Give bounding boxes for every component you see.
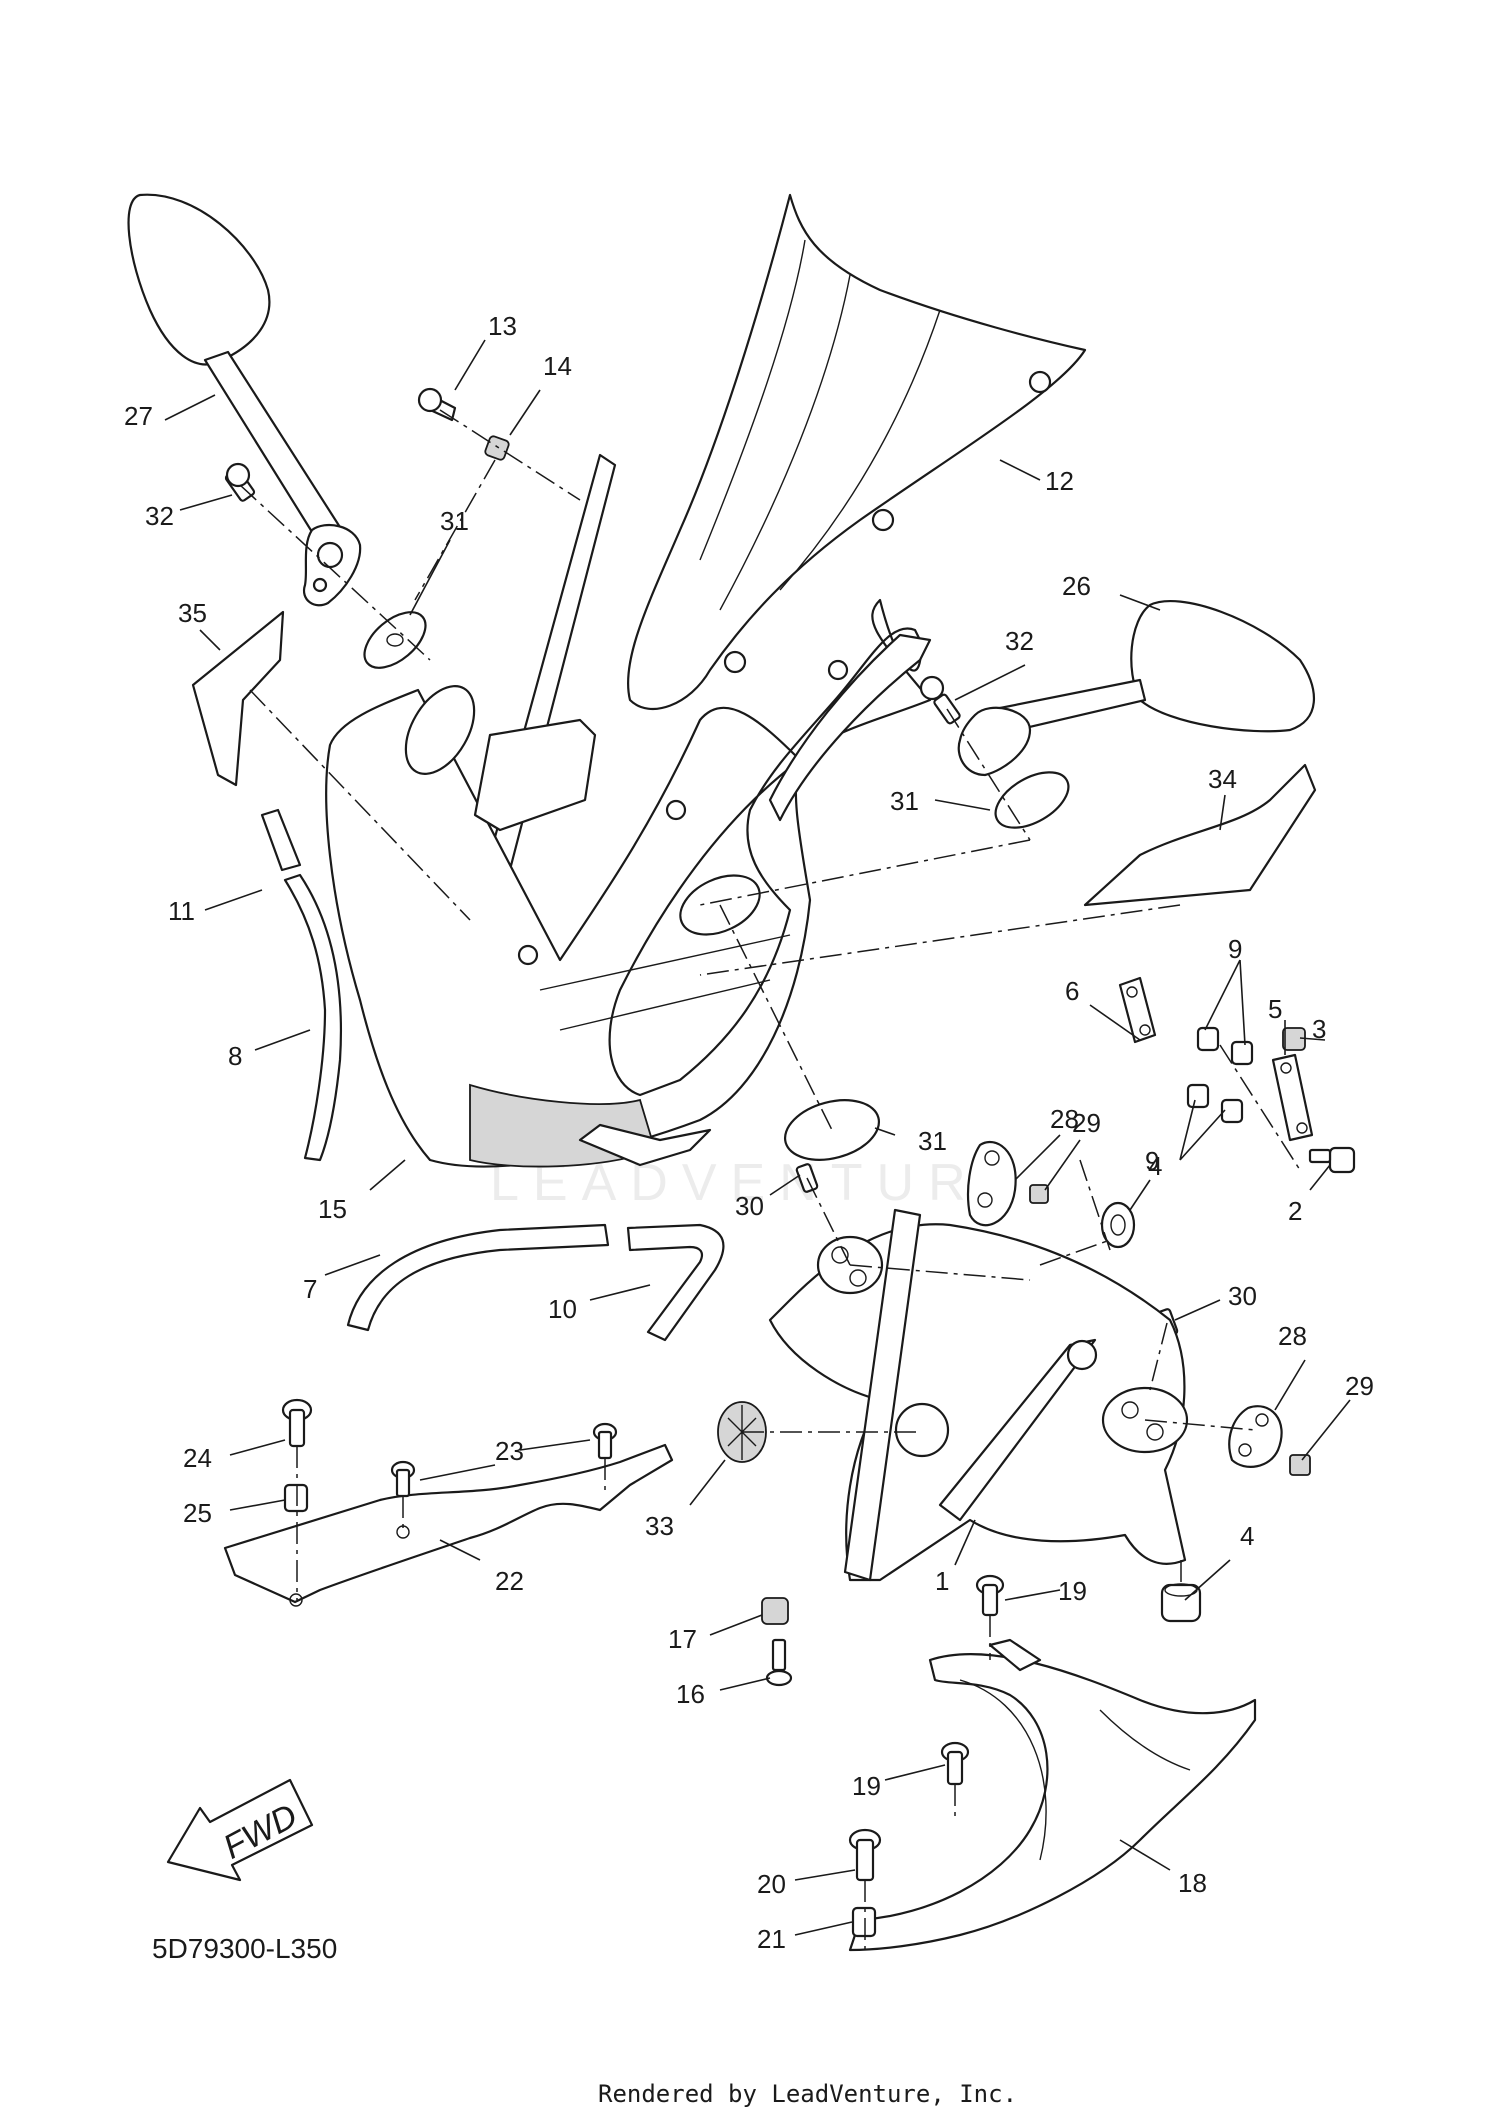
clip-29-upper xyxy=(1029,1184,1049,1204)
callout-30-left: 30 xyxy=(735,1191,764,1221)
callout-31-left: 31 xyxy=(440,506,469,536)
screw-24 xyxy=(281,1398,313,1448)
callout-25: 25 xyxy=(183,1498,212,1528)
callout-4-lower: 4 xyxy=(1240,1521,1254,1551)
callout-1: 1 xyxy=(935,1566,949,1596)
screw-23-right xyxy=(592,1422,618,1460)
bracket-6 xyxy=(1118,976,1157,1044)
callout-29-lower: 29 xyxy=(1345,1371,1374,1401)
callout-32-left: 32 xyxy=(145,501,174,531)
callout-18: 18 xyxy=(1178,1868,1207,1898)
collar-25 xyxy=(283,1483,309,1513)
gasket-31-right xyxy=(994,771,1070,829)
damper-4-lower xyxy=(1160,1583,1202,1623)
callout-20: 20 xyxy=(757,1869,786,1899)
screw-19-upper xyxy=(975,1574,1005,1617)
callout-35: 35 xyxy=(178,598,207,628)
callout-19-lower: 19 xyxy=(852,1771,881,1801)
screw-20 xyxy=(848,1828,882,1882)
bolt-13 xyxy=(417,387,457,422)
assembly-lines xyxy=(239,409,1301,1950)
screw-19-lower xyxy=(940,1741,970,1786)
callout-27: 27 xyxy=(124,401,153,431)
callout-34: 34 xyxy=(1208,764,1237,794)
screw-16 xyxy=(765,1638,793,1687)
windshield-12 xyxy=(626,193,1087,710)
right-mirror-26 xyxy=(957,600,1315,777)
inner-panel-1 xyxy=(768,1208,1189,1582)
callout-14: 14 xyxy=(543,351,572,381)
callout-11: 11 xyxy=(168,896,195,926)
bolt-2 xyxy=(1308,1146,1356,1174)
callout-9-lower: 9 xyxy=(1145,1146,1159,1176)
callout-28-upper: 28 xyxy=(1050,1104,1079,1134)
callout-5: 5 xyxy=(1268,994,1282,1024)
callout-23: 23 xyxy=(495,1436,524,1466)
callout-4-upper: 4 xyxy=(1148,1151,1162,1181)
callout-13: 13 xyxy=(488,311,517,341)
left-mirror-part xyxy=(127,193,362,607)
molding-8 xyxy=(283,873,343,1162)
callout-6: 6 xyxy=(1065,976,1079,1006)
callout-17: 17 xyxy=(668,1624,697,1654)
callout-2: 2 xyxy=(1288,1196,1302,1226)
leader-lines xyxy=(164,339,1351,1936)
diagram-code: 5D79300-L350 xyxy=(152,1933,337,1964)
callout-21: 21 xyxy=(757,1924,786,1954)
clip-29-lower xyxy=(1289,1454,1311,1476)
bracket-5 xyxy=(1271,1053,1314,1142)
callout-16: 16 xyxy=(676,1679,705,1709)
damper-4-upper xyxy=(1100,1201,1136,1249)
nut-3 xyxy=(1282,1027,1306,1051)
callout-22: 22 xyxy=(495,1566,524,1596)
gasket-31-left xyxy=(363,611,427,669)
nut-14 xyxy=(484,435,510,461)
nut-17 xyxy=(761,1597,789,1625)
decal-35 xyxy=(191,610,285,787)
molding-7 xyxy=(346,1223,610,1332)
decal-34 xyxy=(1083,763,1317,907)
callout-15: 15 xyxy=(318,1194,347,1224)
screw-23-left xyxy=(390,1460,416,1498)
callouts: 27 13 14 32 31 35 12 26 32 31 34 11 8 6 … xyxy=(124,311,1374,1954)
callout-33: 33 xyxy=(645,1511,674,1541)
upper-cowling-15 xyxy=(325,453,932,1168)
fwd-arrow: FWD xyxy=(166,1778,314,1882)
callout-7: 7 xyxy=(303,1274,317,1304)
callout-30-right: 30 xyxy=(1228,1281,1257,1311)
gasket-31-lower xyxy=(783,1099,881,1161)
callout-8: 8 xyxy=(228,1041,242,1071)
grommet-28-lower xyxy=(1228,1405,1283,1468)
collar-21 xyxy=(851,1906,877,1938)
callout-9-upper: 9 xyxy=(1228,934,1242,964)
callout-19-upper: 19 xyxy=(1058,1576,1087,1606)
footer-credit: Rendered by LeadVenture, Inc. xyxy=(598,2080,1017,2108)
lower-cowling-18 xyxy=(848,1638,1257,1952)
callout-12: 12 xyxy=(1045,466,1074,496)
callout-26: 26 xyxy=(1062,571,1091,601)
callout-31-lower: 31 xyxy=(918,1126,947,1156)
molding-10 xyxy=(626,1223,725,1342)
rubber-11 xyxy=(260,808,302,872)
callout-24: 24 xyxy=(183,1443,212,1473)
callout-31-right: 31 xyxy=(890,786,919,816)
inner-bracket xyxy=(473,718,597,832)
callout-32-right: 32 xyxy=(1005,626,1034,656)
callout-29-upper: 29 xyxy=(1072,1108,1101,1138)
callout-3: 3 xyxy=(1312,1014,1326,1044)
callout-28-lower: 28 xyxy=(1278,1321,1307,1351)
grommet-28-upper xyxy=(966,1140,1017,1227)
callout-10: 10 xyxy=(548,1294,577,1324)
collars-9 xyxy=(1186,1026,1254,1124)
